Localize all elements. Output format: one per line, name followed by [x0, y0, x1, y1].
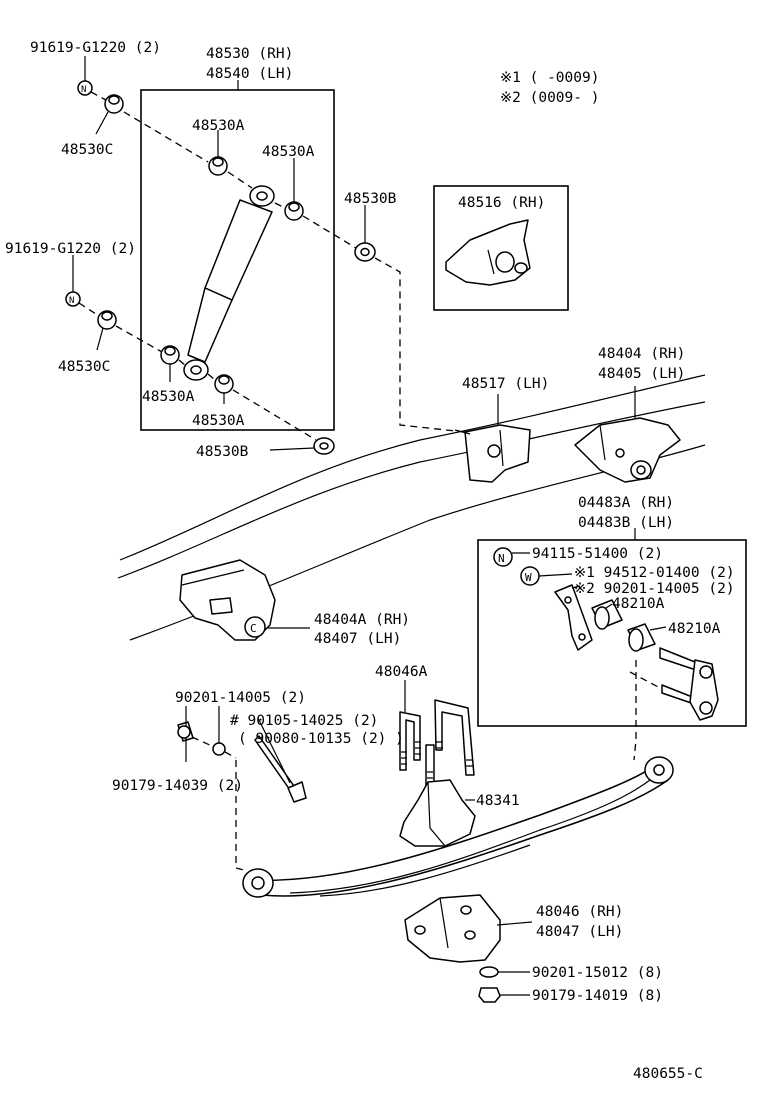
cushion-c-lower — [97, 310, 117, 330]
front-hanger: C — [179, 559, 276, 641]
svg-text:N: N — [81, 85, 86, 95]
label-kit-part2: ※1 94512-01400 (2) — [574, 565, 735, 581]
cushion-upper-a2 — [284, 201, 304, 221]
cushion-c-upper — [104, 94, 124, 114]
nut-kit-n: N — [493, 547, 513, 567]
label-nut-spec: 90179-14039 (2) — [112, 778, 243, 794]
assembly-line-shackle-2 — [629, 671, 661, 689]
label-hanger-rh: 48404 (RH) — [598, 346, 685, 362]
seat-nut — [478, 987, 501, 1003]
front-bolt — [254, 735, 307, 803]
label-kit-part3: ※2 90201-14005 (2) — [574, 581, 735, 597]
label-front-hanger-lh: 48407 (LH) — [314, 631, 401, 647]
svg-text:W: W — [525, 571, 532, 584]
label-bolt-spec-alt: ( 90080-10135 (2) ) — [238, 731, 404, 747]
bracket-rh — [445, 219, 531, 286]
label-shock-lh: 48540 (LH) — [206, 66, 293, 82]
cushion-upper-a1 — [208, 156, 228, 176]
front-nut — [177, 721, 194, 742]
label-bumper: 48341 — [476, 793, 520, 809]
washer-b-lower — [313, 437, 335, 455]
u-bolt-left — [399, 711, 421, 771]
label-bushing-2: 48210A — [668, 621, 721, 637]
bracket-lh — [454, 424, 531, 483]
label-washer-b-upper: 48530B — [344, 191, 397, 207]
label-drawing-id: 480655-C — [633, 1066, 703, 1082]
washer-kit-w: W — [520, 566, 540, 586]
label-seat-rh: 48046 (RH) — [536, 904, 623, 920]
label-bolt-spec: # 90105-14025 (2) — [230, 713, 378, 729]
u-bolt-right — [425, 699, 475, 789]
label-kit-lh: 04483B (LH) — [578, 515, 674, 531]
assembly-line-bolt-2 — [224, 751, 237, 759]
cushion-lower-a4 — [214, 374, 234, 394]
bushing-48210a-1 — [591, 599, 623, 630]
nut-lower-n: N — [65, 291, 81, 307]
spring-seat — [404, 894, 501, 963]
bump-stopper — [399, 779, 476, 847]
label-bush-a1: 48530A — [192, 118, 245, 134]
label-note1: ※1 ( -0009) — [500, 70, 599, 86]
assembly-lines-shock — [78, 91, 466, 441]
leader-lines — [72, 56, 667, 996]
cushion-lower-a3 — [160, 345, 180, 365]
label-kit-part1: 94115-51400 (2) — [532, 546, 663, 562]
label-seat-lh: 48047 (LH) — [536, 924, 623, 940]
label-nut-upper: 91619-G1220 (2) — [30, 40, 161, 56]
assembly-line-shackle — [633, 660, 637, 761]
svg-text:N: N — [69, 296, 74, 306]
label-washer-spec: 90201-14005 (2) — [175, 690, 306, 706]
label-cushion-c-lower: 48530C — [58, 359, 110, 375]
shackle-kit-box — [477, 539, 747, 727]
svg-text:N: N — [498, 552, 505, 565]
washer-b-upper — [354, 242, 376, 262]
label-shock-rh: 48530 (RH) — [206, 46, 293, 62]
nut-upper-n: N — [77, 80, 93, 96]
label-bushing-1: 48210A — [612, 596, 665, 612]
label-nut-seat: 90179-14019 (8) — [532, 988, 663, 1004]
label-kit-rh: 04483A (RH) — [578, 495, 674, 511]
label-bush-a3: 48530A — [142, 389, 195, 405]
label-washer-b-lower: 48530B — [196, 444, 249, 460]
svg-text:C: C — [250, 622, 257, 635]
seat-washer — [479, 966, 499, 978]
label-bush-a2: 48530A — [262, 144, 315, 160]
shackle-plate — [554, 584, 593, 651]
label-nut-lower: 91619-G1220 (2) — [5, 241, 136, 257]
assembly-line-spring-front — [235, 760, 245, 871]
label-washer-seat: 90201-15012 (8) — [532, 965, 663, 981]
shock-absorber — [183, 185, 275, 381]
shackle-bolt — [659, 647, 719, 721]
label-bracket-rh: 48516 (RH) — [458, 195, 545, 211]
label-note2: ※2 (0009- ) — [500, 90, 599, 106]
hanger-rear — [574, 417, 681, 483]
front-washer — [212, 742, 226, 756]
label-ubolt: 48046A — [375, 664, 428, 680]
leaf-spring — [242, 756, 674, 898]
bushing-48210a-2 — [627, 623, 656, 652]
label-bracket-lh: 48517 (LH) — [462, 376, 549, 392]
labels: 91619-G1220 (2) 48530 (RH) 48540 (LH) ※1… — [5, 40, 735, 1082]
label-bush-a4: 48530A — [192, 413, 245, 429]
assembly-line-bolt — [191, 736, 213, 747]
label-front-hanger-rh: 48404A (RH) — [314, 612, 410, 628]
label-hanger-lh: 48405 (LH) — [598, 366, 685, 382]
bracket-rh-box — [433, 185, 569, 311]
label-cushion-c-upper: 48530C — [61, 142, 113, 158]
